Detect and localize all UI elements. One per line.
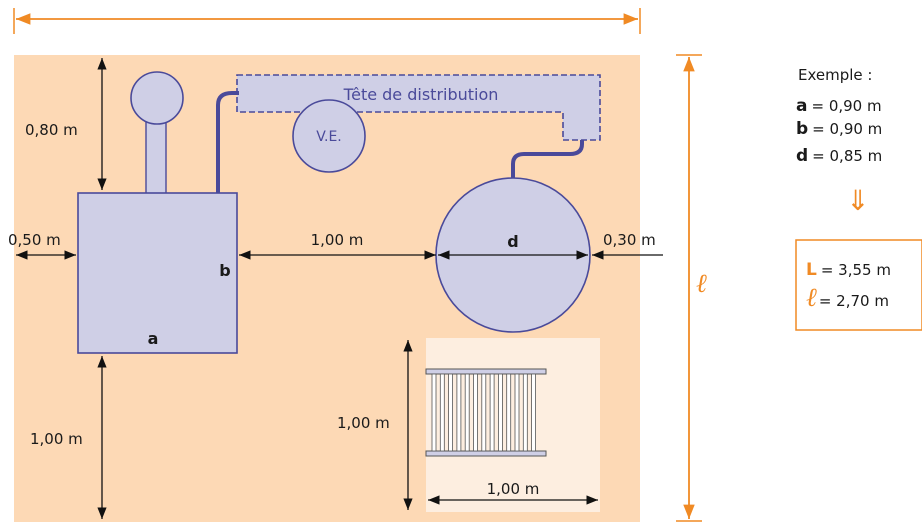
radiator-fin [506,373,512,452]
tank-diameter-label: d [507,232,518,251]
left-clearance-label: 0,50 m [8,231,61,249]
result-line-width: ℓ= 2,70 m [806,283,889,313]
expansion-vessel-label: V.E. [316,129,342,145]
radiator-height-label: 1,00 m [337,414,390,432]
result-box [795,239,922,331]
radiator-fin [448,373,454,452]
distribution-head [236,74,601,141]
radiator-fin [522,373,528,452]
example-line-a: a= 0,90 m [796,96,882,116]
result-line-length: L= 3,55 m [806,260,891,280]
example-panel: Exemple : a= 0,90 m b= 0,90 m d= 0,85 m … [795,66,922,331]
tank-pipe [511,140,584,178]
radiator-fin [497,373,503,452]
radiator-fin [464,373,470,452]
radiator-fin [531,373,536,452]
example-title: Exemple : [798,66,872,84]
radiator-fin [439,373,445,452]
radiator-fin [489,373,495,452]
example-line-d: d= 0,85 m [796,146,882,166]
distribution-head-label: Tête de distribution [343,85,499,104]
radiator-fin [431,373,437,452]
overall-width-dimension [676,54,702,522]
example-line-b: b= 0,90 m [796,119,882,139]
overall-length-dimension [13,8,641,34]
expansion-vessel [292,99,366,173]
top-clearance-label: 0,80 m [25,121,78,139]
radiator-clearance-zone [426,338,600,512]
boiler [77,192,238,354]
boiler-width-label: a [148,329,159,348]
radiator [425,368,547,457]
radiator-fin [456,373,462,452]
right-clearance-label: 0,30 m [603,231,656,249]
bottom-clearance-label: 1,00 m [30,430,83,448]
width-symbol: ℓ [696,269,707,299]
radiator-fin [473,373,478,452]
middle-gap-label: 1,00 m [311,231,364,249]
radiator-width-label: 1,00 m [487,480,540,498]
radiator-fin [481,373,487,452]
boiler-depth-label: b [219,261,230,280]
radiator-fin [514,373,520,452]
implies-arrow-icon: ⇓ [846,184,869,217]
boiler-pipe [216,91,239,193]
